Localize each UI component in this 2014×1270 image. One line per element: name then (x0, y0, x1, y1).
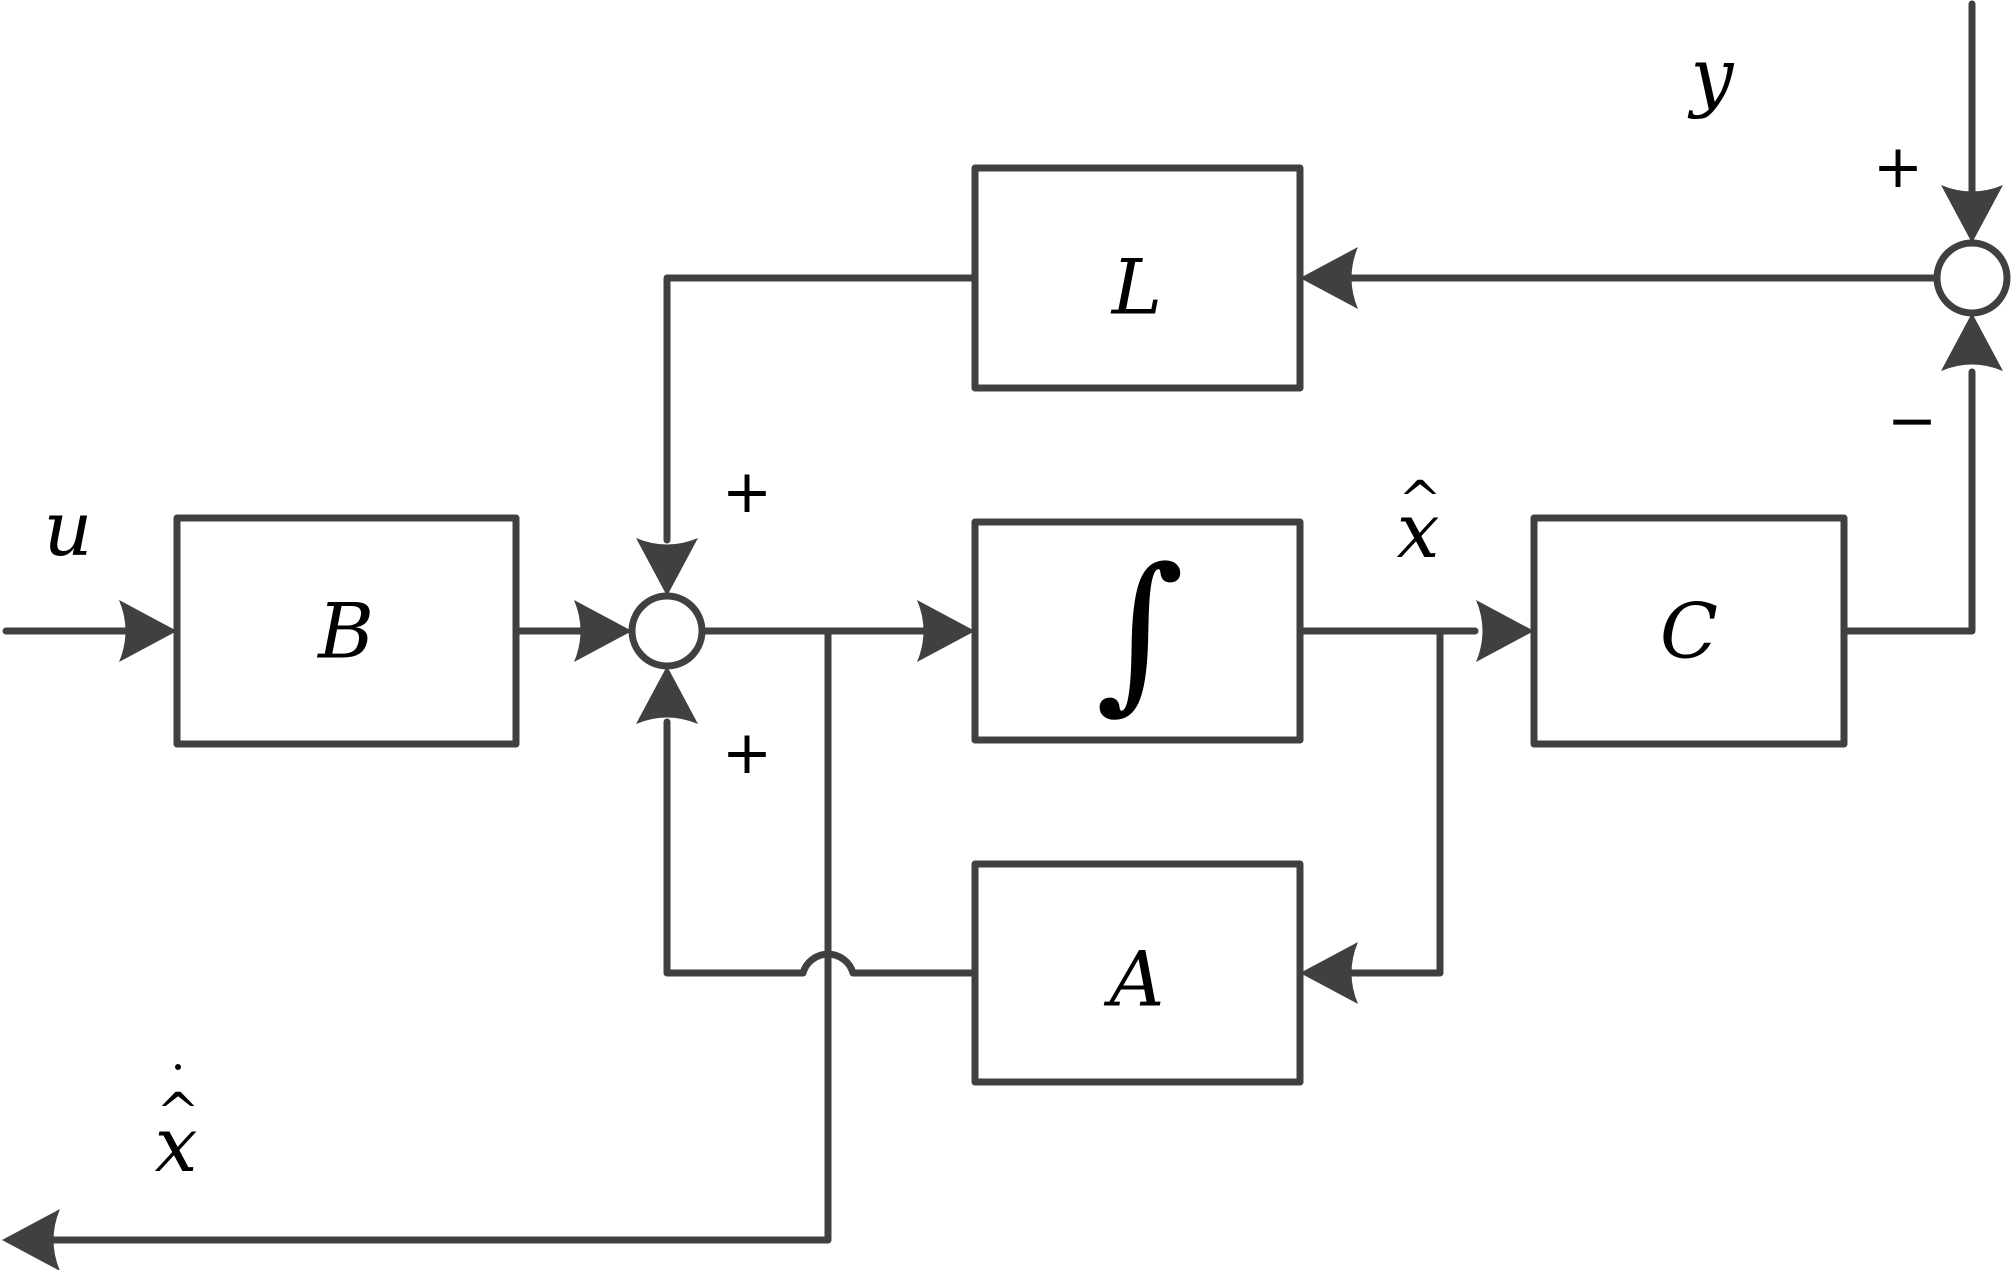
block-C-frame (1530, 514, 1848, 748)
wire-L-to-sum (663, 274, 977, 544)
sign-output-sum-bottom: − (1887, 386, 1937, 456)
block-B-frame (173, 514, 520, 748)
block-B: B (173, 514, 520, 748)
block-A: A (971, 860, 1304, 1086)
signal-wires (2, 0, 1976, 1244)
arrowhead-into-A (1300, 942, 1358, 1004)
arrowhead-into-C (1476, 600, 1534, 662)
x-dot-base: x (155, 1100, 198, 1189)
main-summing-junction (628, 592, 706, 670)
wire-A-to-sum (663, 718, 977, 977)
block-C: C (1530, 514, 1848, 748)
wire-xhat-to-A (1346, 627, 1444, 977)
integral-symbol: ∫ (1096, 532, 1185, 730)
signal-label-x-hat: x ^ (1397, 471, 1442, 575)
block-L-label: L (1110, 243, 1162, 332)
dot-accent: ˙ (165, 1057, 191, 1117)
block-A-label: A (1104, 935, 1165, 1024)
sign-main-sum-top: + (722, 457, 772, 527)
signal-label-u: u (44, 484, 93, 573)
output-summing-junction (1933, 239, 2011, 317)
arrowhead-into-sum-bottom (636, 666, 698, 724)
wire-C-to-output-sum (1842, 368, 1976, 635)
arrowhead-into-output-sum-bottom (1941, 313, 2003, 371)
block-A-frame (971, 860, 1304, 1086)
arrowhead-xdot-out (2, 1209, 60, 1270)
wire-xdot-output (46, 627, 832, 1244)
signal-label-x-dot: x ^ ˙ (155, 1057, 200, 1189)
hat-accent: ^ (156, 1083, 200, 1143)
block-integrator: ∫ (971, 518, 1304, 744)
arrowhead-into-L (1300, 247, 1358, 309)
sign-main-sum-bottom: + (722, 718, 772, 788)
block-C-label: C (1660, 587, 1718, 676)
block-B-label: B (316, 587, 374, 676)
arrowhead-into-B (119, 600, 177, 662)
block-L-frame (971, 164, 1304, 392)
block-L: L (971, 164, 1304, 392)
sign-output-sum-top: + (1873, 132, 1923, 202)
arrowheads (2, 185, 2003, 1270)
x-hat-base: x (1397, 486, 1440, 575)
arrowhead-into-sum-left (574, 600, 632, 662)
arrowhead-into-output-sum-top (1941, 185, 2003, 243)
hat-accent: ^ (1398, 471, 1442, 531)
signal-label-y: y (1688, 31, 1735, 120)
arrowhead-into-integrator (917, 600, 975, 662)
arrowhead-into-sum-top (636, 538, 698, 596)
